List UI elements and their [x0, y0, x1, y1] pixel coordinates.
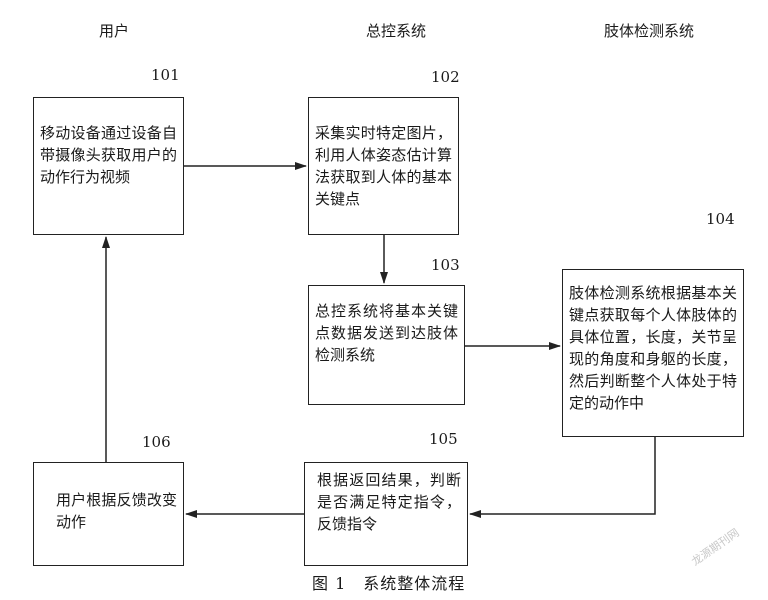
step-number-103: 103	[431, 256, 460, 274]
step-box-104: 肢体检测系统根据基本关键点获取每个人体肢体的具体位置，长度，关节呈现的角度和身躯…	[562, 269, 744, 437]
step-box-106: 用户根据反馈改变动作	[33, 462, 184, 566]
figure-caption: 图 1 系统整体流程	[312, 574, 466, 593]
column-header-detection-system: 肢体检测系统	[604, 22, 695, 40]
step-box-103: 总控系统将基本关键点数据发送到达肢体检测系统	[308, 285, 465, 405]
step-box-102: 采集实时特定图片，利用人体姿态估计算法获取到人体的基本关键点	[308, 97, 459, 235]
step-number-102: 102	[431, 68, 460, 86]
step-number-106: 106	[142, 433, 171, 451]
step-text-106: 用户根据反馈改变动作	[56, 491, 177, 531]
step-text-104: 肢体检测系统根据基本关键点获取每个人体肢体的具体位置，长度，关节呈现的角度和身躯…	[569, 284, 737, 412]
step-text-103: 总控系统将基本关键点数据发送到达肢体检测系统	[315, 302, 458, 364]
column-header-user: 用户	[99, 22, 130, 40]
step-number-104: 104	[706, 210, 735, 228]
step-number-101: 101	[151, 66, 180, 84]
step-box-105: 根据返回结果，判断是否满足特定指令，反馈指令	[304, 462, 468, 566]
step-text-102: 采集实时特定图片，利用人体姿态估计算法获取到人体的基本关键点	[315, 124, 452, 208]
step-box-101: 移动设备通过设备自带摄像头获取用户的动作行为视频	[33, 97, 184, 235]
column-header-control-system: 总控系统	[366, 22, 427, 40]
step-text-101: 移动设备通过设备自带摄像头获取用户的动作行为视频	[40, 124, 177, 186]
step-text-105: 根据返回结果，判断是否满足特定指令，反馈指令	[317, 471, 461, 533]
arrow-104-to-105	[469, 437, 656, 518]
step-number-105: 105	[429, 430, 458, 448]
